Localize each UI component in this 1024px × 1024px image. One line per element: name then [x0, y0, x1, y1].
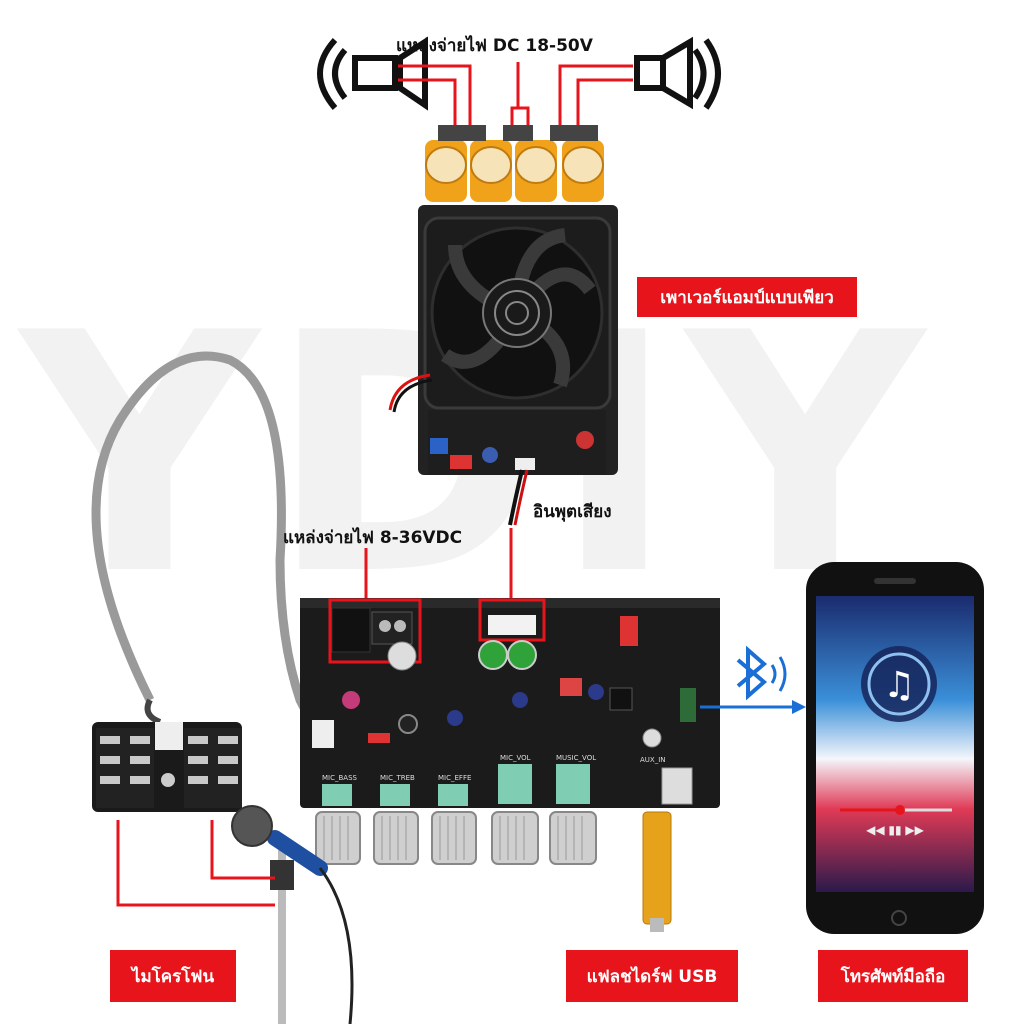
speaker-wires	[398, 62, 633, 130]
silk-mic-effe: MIC_EFFE	[438, 774, 471, 782]
label-audio-input: อินพุตเสียง	[533, 502, 612, 522]
mic-cable	[91, 351, 324, 734]
silk-mic-vol: MIC_VOL	[500, 754, 531, 762]
amplifier-module	[388, 125, 618, 475]
mobile-phone: ♫ ◀◀ ▮▮ ▶▶	[806, 562, 984, 934]
label-mono-amp: เพาเวอร์แอมป์แบบเพียว	[637, 277, 857, 317]
music-note-icon: ♫	[883, 665, 915, 706]
mic-jack-module	[92, 722, 242, 812]
preamp-board: MIC_BASS MIC_TREB MIC_EFFE MIC_VOL MUSIC…	[300, 598, 720, 932]
label-microphone: ไมโครโฟน	[110, 950, 236, 1002]
speaker-left-icon	[317, 36, 428, 111]
silk-music-vol: MUSIC_VOL	[556, 754, 596, 762]
bluetooth-icon	[736, 645, 787, 701]
label-mobile-phone: โทรศัพท์มือถือ	[818, 950, 968, 1002]
player-controls-icon: ◀◀ ▮▮ ▶▶	[866, 823, 925, 837]
microphone-icon	[231, 805, 354, 1024]
label-power-dc-amp: แหล่งจ่ายไฟ DC 18-50V	[396, 36, 593, 56]
silk-mic-bass: MIC_BASS	[322, 774, 358, 782]
silk-aux-in: AUX_IN	[640, 756, 666, 764]
label-usb-flash: แฟลชไดร์ฟ USB	[566, 950, 738, 1002]
silk-mic-treb: MIC_TREB	[380, 774, 415, 782]
label-power-dc-board: แหล่งจ่ายไฟ 8-36VDC	[283, 528, 463, 548]
capacitors	[425, 140, 604, 202]
speaker-right-icon	[634, 36, 721, 110]
